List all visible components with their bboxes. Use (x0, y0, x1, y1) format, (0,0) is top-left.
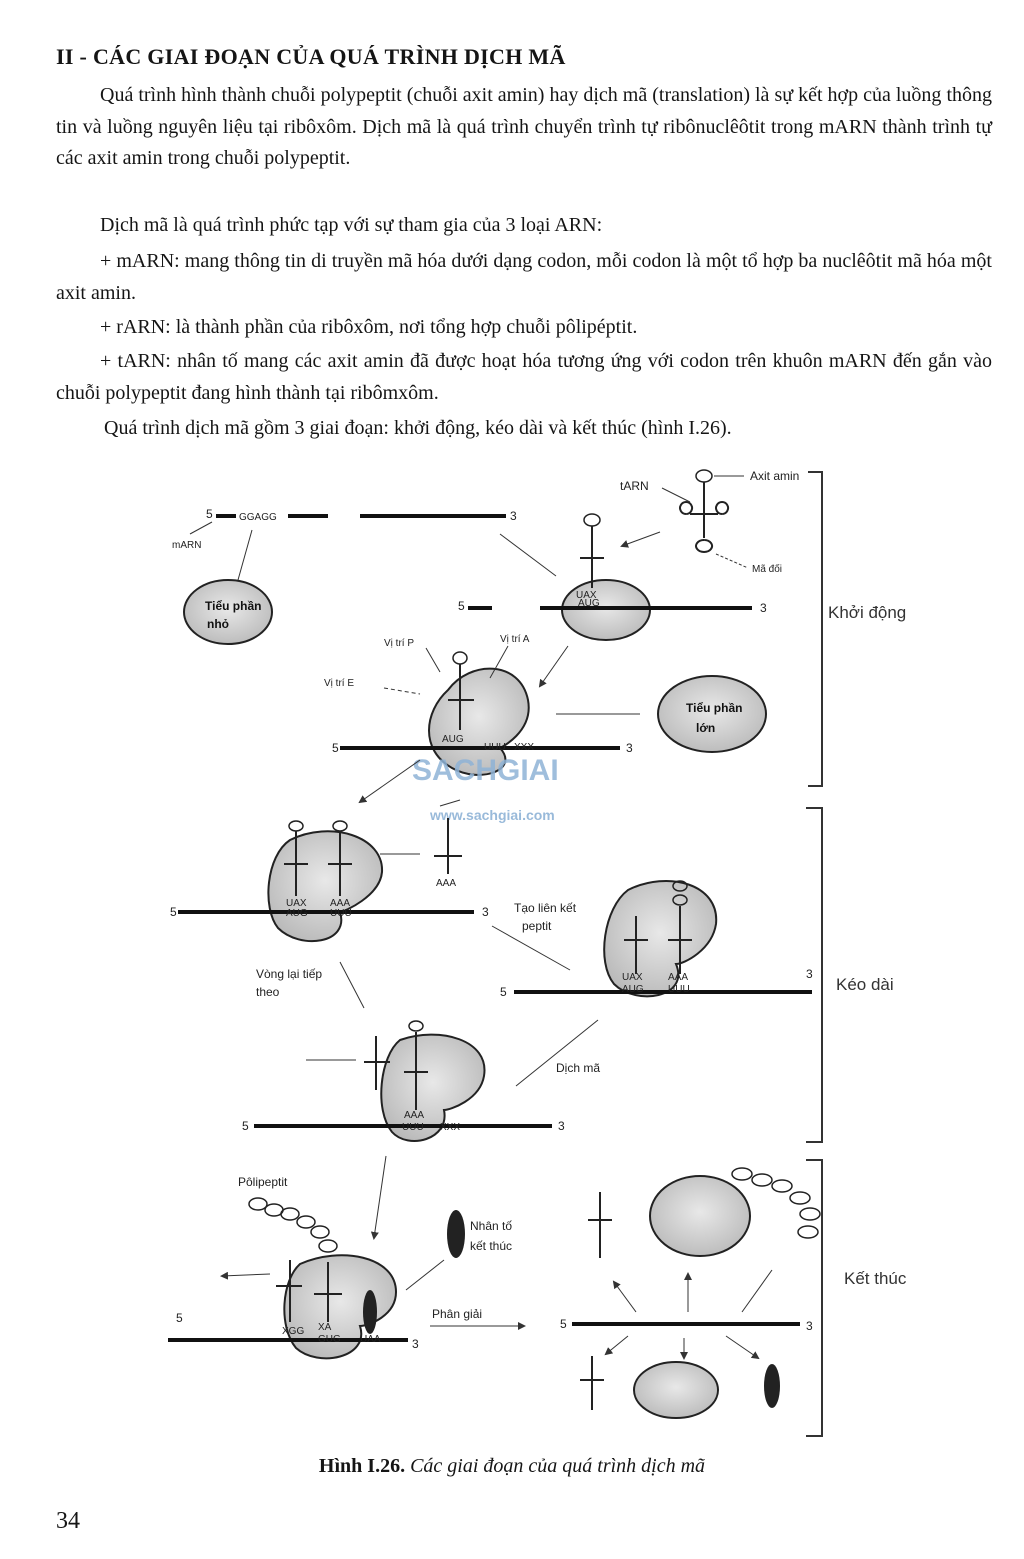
stage-label-elongation: Kéo dài (836, 975, 894, 994)
watermark-logo: SACHGIAI (412, 754, 559, 787)
stage-label-termination: Kết thúc (844, 1269, 907, 1288)
t-5-end: 5 (176, 1311, 183, 1325)
watermark-url: www.sachgiai.com (429, 807, 555, 823)
e3-codon: UUU (402, 1122, 424, 1133)
termination-ribosome: 5 3 XGG XA GUG UAA (168, 1254, 419, 1360)
t-stop-codon: UAA (360, 1334, 381, 1345)
e3-3-end: 3 (558, 1119, 565, 1133)
incoming-anticodon: AAA (436, 878, 456, 889)
mrna-label: mARN (172, 540, 201, 551)
small-subunit-free: Tiểu phần nhỏ (183, 579, 273, 645)
stage-label-initiation: Khởi động (828, 603, 906, 622)
small-subunit-label-2: nhỏ (207, 617, 229, 631)
small-subunit-label-1: Tiểu phần (205, 599, 261, 613)
release-factor-label-1: Nhân tố (470, 1219, 512, 1233)
trna-free (679, 469, 730, 553)
stage-bracket-initiation (808, 471, 823, 787)
site-e-label: Vị trí E (324, 678, 354, 689)
elongation-ribosome-2: 5 3 UAX AAA AUG UUU (500, 880, 813, 999)
assembled-codon-1: AUG (442, 734, 464, 745)
page-number: 34 (56, 1508, 80, 1534)
mrna-3-end: 3 (510, 509, 517, 523)
initiation-complex: 5 3 UAX AUG (458, 513, 767, 641)
mrna-5-end: 5 (206, 507, 213, 521)
caption-label: Hình I.26. (318, 1455, 406, 1477)
peptide-bond-label-1: Tạo liên kết (514, 901, 577, 915)
assembled-codon-3: XXX (514, 742, 534, 753)
trna-incoming: AAA (434, 818, 462, 889)
assembled-3-end: 3 (626, 741, 633, 755)
dissociated-components: 5 3 (560, 1167, 821, 1419)
initiation-anticodon: UAX (576, 590, 597, 601)
e2-anticodon-1: UAX (622, 972, 643, 983)
e1-anticodon-1: UAX (286, 898, 307, 909)
e1-codon-2: UUU (330, 908, 352, 919)
e2-5-end: 5 (500, 985, 507, 999)
assembled-5-end: 5 (332, 741, 339, 755)
e2-codon-1: AUG (622, 984, 644, 995)
paragraph-rna-types: Dịch mã là quá trình phức tạp với sự tha… (100, 214, 603, 236)
polypeptide-label: Pôlipeptit (238, 1175, 288, 1189)
complex-3-end: 3 (760, 601, 767, 615)
e2-3-end: 3 (806, 967, 813, 981)
next-cycle-label-1: Vòng lại tiếp (256, 967, 322, 981)
t-anticodon-1: XGG (282, 1326, 304, 1337)
d-3-end: 3 (806, 1319, 813, 1333)
trna-label: tARN (620, 479, 649, 493)
translocation-label: Dịch mã (556, 1061, 600, 1075)
watermark: SACHGIAI www.sachgiai.com (412, 754, 559, 823)
stage-bracket-elongation (806, 807, 823, 1143)
paragraph-stages: Quá trình dịch mã gồm 3 giai đoạn: khởi … (104, 417, 732, 439)
initiation-codon: AUG (578, 598, 600, 609)
e3-anticodon: AAA (404, 1110, 424, 1121)
paragraph-trna: + tARN: nhân tố mang các axit amin đã đư… (56, 350, 992, 404)
t-3-end: 3 (412, 1337, 419, 1351)
large-subunit-free: Tiểu phần lớn (657, 675, 767, 753)
d-5-end: 5 (560, 1317, 567, 1331)
t-anticodon-2: XA (318, 1322, 332, 1333)
elongation-ribosome-1: 5 3 UAX AAA AUG UUU (170, 820, 489, 942)
paragraph-rrna: + rARN: là thành phần của ribôxôm, nơi t… (100, 316, 638, 338)
caption-text: Các giai đoạn của quá trình dịch mã (410, 1455, 706, 1477)
paragraph-intro: Quá trình hình thành chuỗi polypeptit (c… (56, 84, 992, 169)
site-a-label: Vị trí A (500, 634, 530, 645)
e2-codon-2: UUU (668, 984, 690, 995)
dissociation-label: Phân giải (432, 1307, 482, 1321)
e2-anticodon-2: AAA (668, 972, 688, 983)
large-subunit-label-2: lớn (696, 721, 715, 735)
e3-codon-next: XXX (440, 1122, 460, 1133)
shine-dalgarno: GGAGG (239, 512, 277, 523)
e3-5-end: 5 (242, 1119, 249, 1133)
complex-5-end: 5 (458, 599, 465, 613)
anticodon-label: Mã đối (752, 563, 782, 575)
translation-diagram: Khởi động Kéo dài Kết thúc 5 GGAGG 3 mAR… (168, 469, 907, 1437)
e1-anticodon-2: AAA (330, 898, 350, 909)
release-factor (447, 1210, 465, 1258)
t-codon: GUG (318, 1334, 341, 1345)
peptide-bond-label-2: peptit (522, 919, 552, 933)
site-p-label: Vị trí P (384, 638, 414, 649)
ribosome-assembled: 5 3 AUG UUU XXX (332, 651, 633, 776)
figure-caption: Hình I.26. Các giai đoạn của quá trình d… (0, 1455, 1024, 1478)
polypeptide-chain (248, 1197, 338, 1253)
e1-codon-1: AUG (286, 908, 308, 919)
release-factor-label-2: kết thúc (470, 1239, 512, 1253)
paragraph-mrna: + mARN: mang thông tin di truyền mã hóa … (56, 250, 992, 304)
amino-acid-label: Axit amin (750, 469, 799, 483)
section-heading: II - CÁC GIAI ĐOẠN CỦA QUÁ TRÌNH DỊCH MÃ (56, 44, 566, 69)
elongation-ribosome-3: 5 3 AAA UUU XXX (242, 1020, 565, 1142)
e1-5-end: 5 (170, 905, 177, 919)
e1-3-end: 3 (482, 905, 489, 919)
stage-bracket-termination (806, 1159, 823, 1437)
next-cycle-label-2: theo (256, 985, 280, 999)
assembled-codon-2: UUU (484, 742, 506, 753)
large-subunit-label-1: Tiểu phần (686, 701, 742, 715)
mrna-strand-free: 5 GGAGG 3 (206, 507, 517, 523)
